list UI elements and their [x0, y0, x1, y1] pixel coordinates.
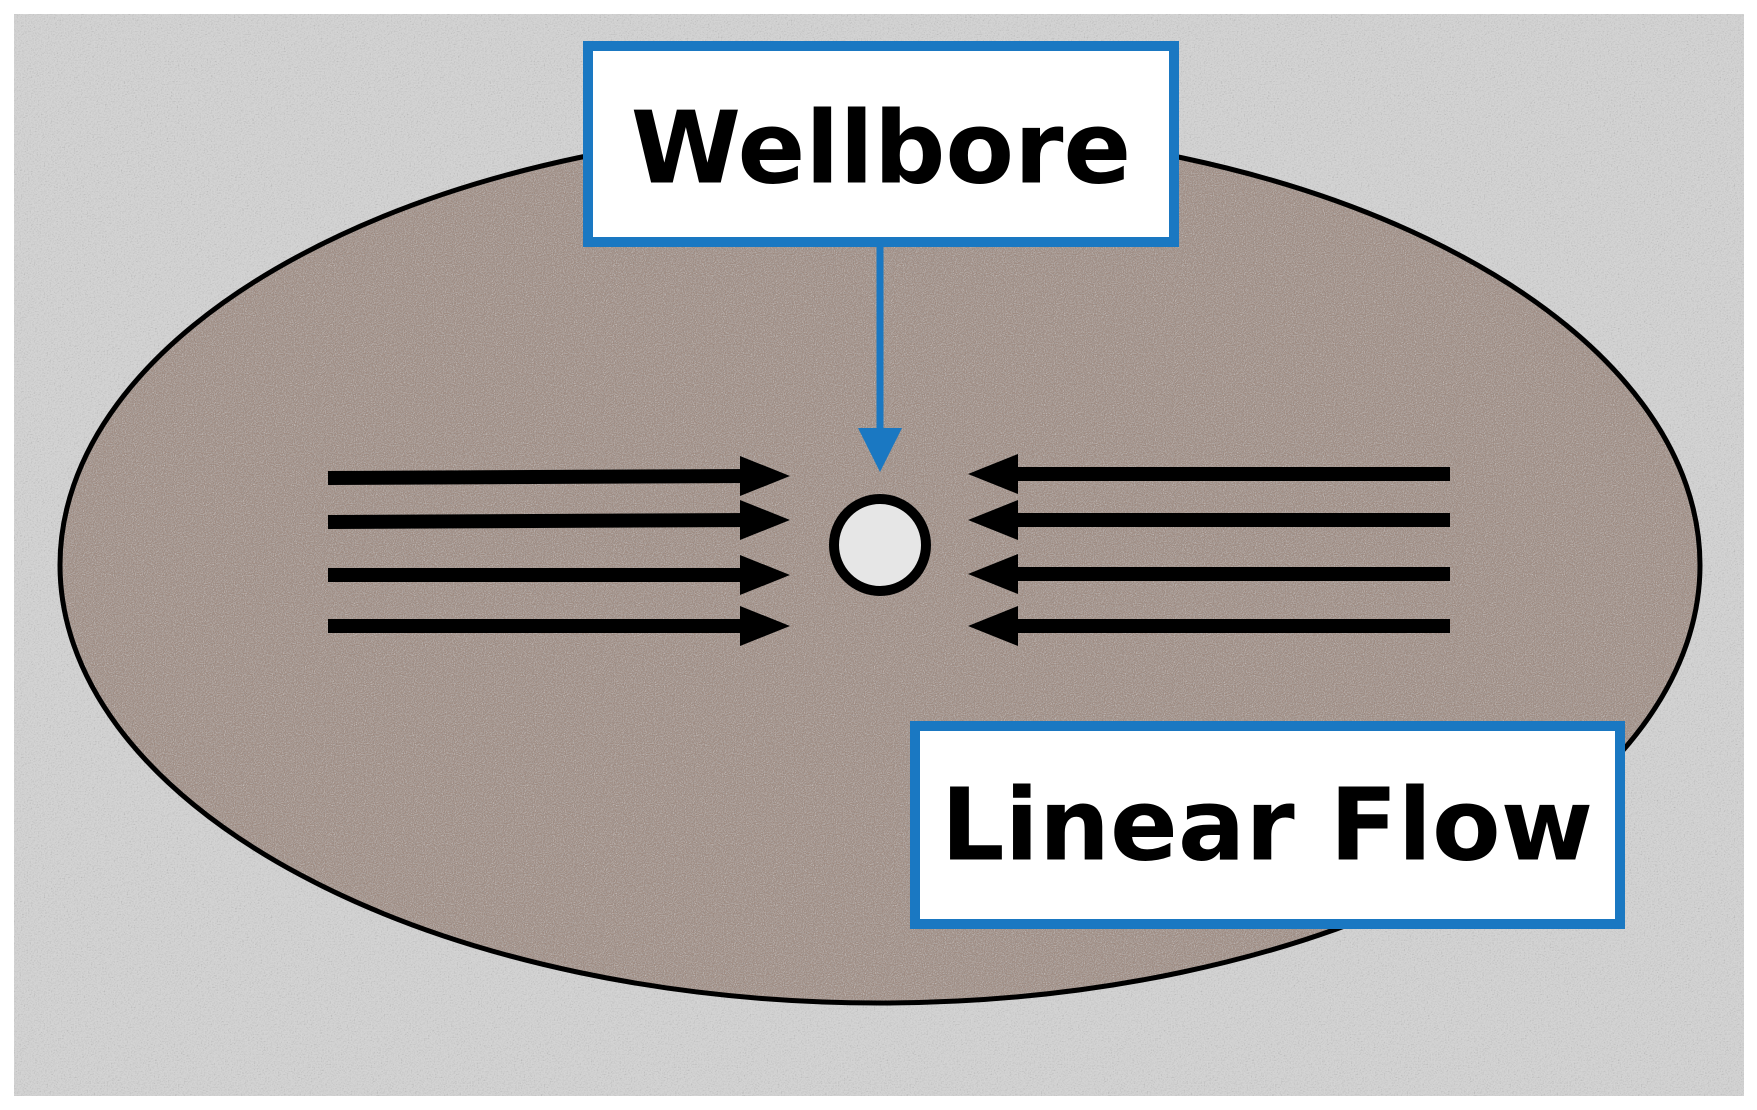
flow-regime-callout-box — [910, 721, 1625, 929]
left-flow-arrows — [327, 456, 790, 646]
flow-arrow-icon — [328, 555, 790, 595]
wellbore-callout: Wellbore — [583, 41, 1179, 247]
wellbore-leader-arrow — [858, 240, 902, 472]
flow-arrow-icon — [968, 454, 1450, 494]
wellbore-circle-icon — [829, 494, 931, 596]
flow-arrow-icon — [327, 456, 790, 496]
flow-regime-callout: Linear Flow — [910, 721, 1625, 929]
flow-arrow-icon — [328, 606, 790, 646]
flow-arrow-icon — [327, 500, 790, 540]
flow-arrow-icon — [968, 554, 1450, 594]
flow-regime-label: Linear Flow — [941, 767, 1593, 884]
flow-arrow-icon — [968, 500, 1450, 540]
right-flow-arrows — [968, 454, 1450, 646]
flow-arrow-icon — [968, 606, 1450, 646]
wellbore-callout-box — [583, 41, 1179, 247]
wellbore-label: Wellbore — [631, 90, 1132, 207]
